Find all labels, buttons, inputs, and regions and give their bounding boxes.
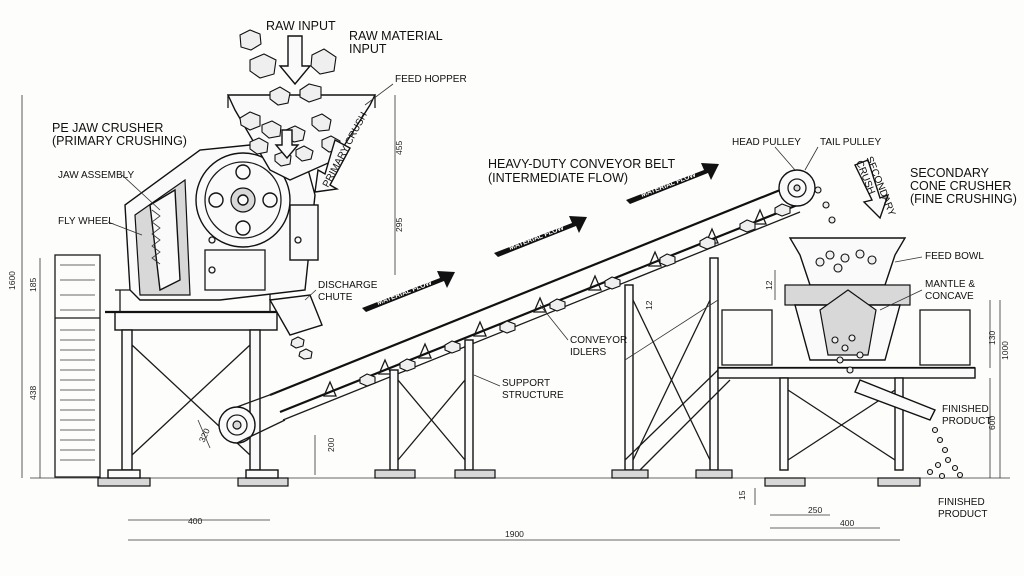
dim-438: 438 [28, 386, 38, 400]
support-label-2: STRUCTURE [502, 390, 564, 401]
secondary-cone-label-3: (FINE CRUSHING) [910, 192, 1017, 206]
material-flow-label-2: MATERIAL FLOW [508, 224, 565, 251]
small-hopper-arrow [274, 129, 300, 160]
conveyor-support-structure [374, 257, 733, 479]
finished-label-2: PRODUCT [942, 416, 991, 427]
dim-130: 130 [987, 331, 997, 345]
conveyor-title-1: HEAVY-DUTY CONVEYOR BELT [488, 157, 675, 171]
dim-455: 455 [394, 141, 404, 155]
discharge-label-1: DISCHARGE [318, 280, 378, 291]
dim-200: 200 [326, 438, 336, 452]
primary-crush-arrow [314, 138, 351, 193]
material-flow-label-3: MATERIAL FLOW [640, 171, 697, 198]
head-pulley-label: HEAD PULLEY [732, 137, 801, 148]
dim-400-right: 400 [840, 518, 854, 528]
support-label-1: SUPPORT [502, 378, 550, 389]
dim-600: 600 [987, 416, 997, 430]
conveyor-idlers-label-2: IDLERS [570, 347, 606, 358]
mantle-label-2: CONCAVE [925, 291, 974, 302]
fly-wheel-label: FLY WHEEL [58, 216, 114, 227]
dim-400-left: 400 [188, 516, 202, 526]
secondary-cone-label-2: CONE CRUSHER [910, 179, 1011, 193]
secondary-cone-label-1: SECONDARY [910, 166, 990, 180]
dim-12: 12 [764, 280, 774, 290]
dim-185: 185 [28, 278, 38, 292]
dim-12b: 12 [644, 300, 654, 310]
belt-rocks [359, 203, 791, 387]
conveyor-idlers-label-1: CONVEYOR [570, 335, 627, 346]
raw-input-arrow [278, 35, 312, 86]
finished2-label-1: FINISHED [938, 497, 985, 508]
material-flow-label-1: MATERIAL FLOW [376, 279, 433, 306]
mantle-label-1: MANTLE & [925, 279, 975, 290]
discharge-label-2: CHUTE [318, 292, 353, 303]
dim-320: 320 [197, 427, 212, 444]
discharge-chute [268, 294, 323, 360]
tail-pulley-label: TAIL PULLEY [820, 137, 881, 148]
dim-295: 295 [394, 218, 404, 232]
feed-bowl-label: FEED BOWL [925, 251, 984, 262]
access-ladder [54, 254, 101, 478]
pe-jaw-label-1: PE JAW CRUSHER [52, 121, 163, 135]
raw-rocks [239, 29, 341, 167]
finished-label-1: FINISHED [942, 404, 989, 415]
pe-jaw-label-2: (PRIMARY CRUSHING) [52, 134, 187, 148]
raw-material-label-1: RAW MATERIAL [349, 29, 443, 43]
dim-1000: 1000 [1000, 341, 1010, 360]
dim-15: 15 [737, 490, 747, 500]
raw-input-label: RAW INPUT [266, 19, 336, 33]
feed-hopper-label: FEED HOPPER [395, 74, 467, 85]
heavy-duty-conveyor-belt [218, 169, 816, 444]
pe-jaw-crusher [124, 139, 319, 301]
jaw-assembly-label: JAW ASSEMBLY [58, 170, 134, 181]
conveyor-title-2: (INTERMEDIATE FLOW) [488, 171, 628, 185]
finished2-label-2: PRODUCT [938, 509, 987, 520]
dim-250: 250 [808, 505, 822, 515]
jaw-crusher-frame [97, 289, 289, 487]
material-flow-arrows: MATERIAL FLOW MATERIAL FLOW MATERIAL FLO… [362, 163, 719, 312]
secondary-cone-crusher [717, 186, 976, 487]
dimension-lines [21, 95, 1001, 541]
dim-1900: 1900 [505, 529, 524, 539]
raw-material-label-2: INPUT [349, 42, 387, 56]
dim-1600: 1600 [7, 271, 17, 290]
dimension-values: 1600 185 438 455 295 320 200 400 1900 12… [7, 141, 1010, 539]
secondary-crush-arrow [854, 159, 890, 220]
